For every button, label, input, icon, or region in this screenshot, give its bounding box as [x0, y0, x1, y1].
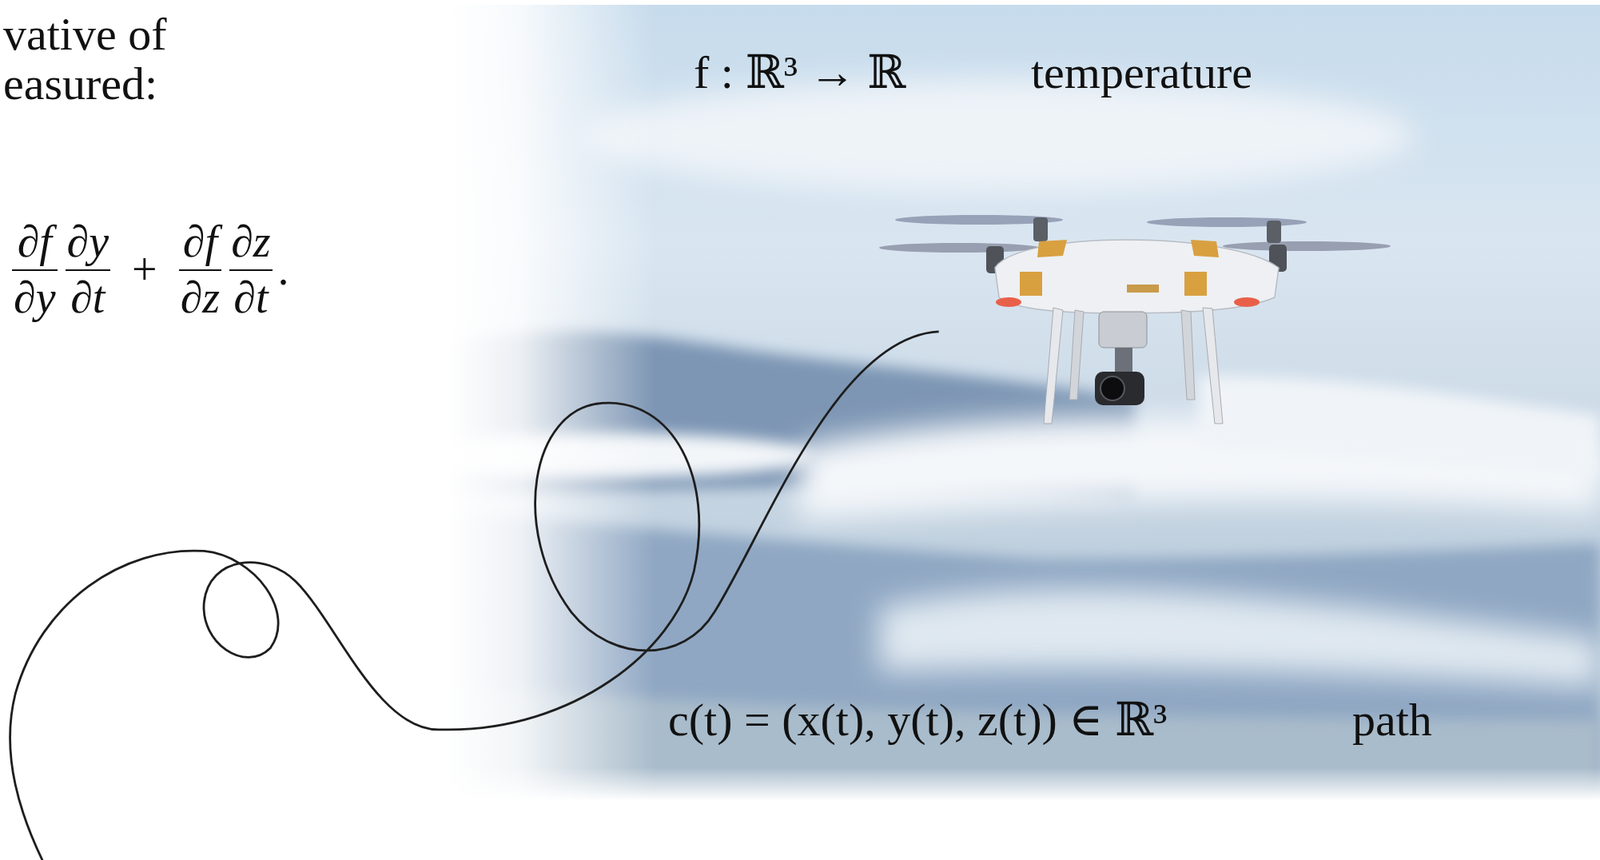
stripe	[1037, 239, 1067, 258]
fraction: ∂z ∂t	[229, 217, 272, 323]
denominator: ∂t	[231, 273, 270, 323]
light	[1233, 297, 1260, 307]
fraction: ∂f ∂z	[179, 217, 222, 323]
leg	[1069, 310, 1084, 400]
function-label: f : ℝ³ → ℝ	[693, 46, 906, 100]
fraction-bar	[179, 269, 222, 271]
gimbal	[1098, 311, 1147, 348]
denominator: ∂t	[68, 273, 107, 323]
function-name: temperature	[1030, 46, 1253, 100]
numerator: ∂y	[65, 217, 112, 267]
path-name: path	[1352, 693, 1433, 748]
camera	[1094, 371, 1145, 406]
denominator: ∂y	[11, 273, 58, 323]
text-fragment: vative of	[3, 7, 168, 62]
text-fragment: easured:	[3, 57, 158, 112]
fraction: ∂y ∂t	[65, 217, 112, 323]
propeller	[879, 242, 1039, 253]
fraction: ∂f ∂y	[11, 217, 58, 323]
flight-path	[10, 331, 940, 860]
propeller	[1222, 241, 1391, 251]
fraction-bar	[229, 269, 272, 271]
fade	[447, 767, 1600, 801]
formula: ∂f∂y∂y∂t+∂f∂z∂z∂t.	[7, 217, 290, 323]
stripe	[1126, 284, 1159, 293]
drone-body	[995, 239, 1279, 314]
motor	[1033, 217, 1048, 242]
numerator: ∂f	[15, 217, 54, 267]
gimbal	[1114, 347, 1133, 372]
fade	[447, 4, 656, 801]
fraction-bar	[11, 269, 58, 271]
cloud	[879, 589, 1600, 688]
leg	[1043, 307, 1063, 424]
period: .	[278, 245, 290, 295]
fraction-bar	[65, 269, 112, 271]
denominator: ∂z	[179, 273, 222, 323]
motor	[1266, 220, 1282, 243]
numerator: ∂f	[181, 217, 219, 267]
cloud	[1198, 375, 1600, 480]
drone	[879, 214, 1391, 424]
stripe	[1019, 271, 1043, 296]
operator: +	[131, 245, 158, 295]
path-formula: c(t) = (x(t), y(t), z(t)) ∈ ℝ³	[668, 693, 1167, 748]
leg	[1202, 307, 1223, 424]
camera-lens	[1100, 376, 1125, 401]
propeller	[1146, 217, 1307, 227]
stripe	[1184, 271, 1207, 296]
numerator: ∂z	[229, 217, 272, 267]
stripe	[1190, 239, 1219, 258]
leg	[1181, 310, 1195, 400]
light	[995, 297, 1022, 307]
